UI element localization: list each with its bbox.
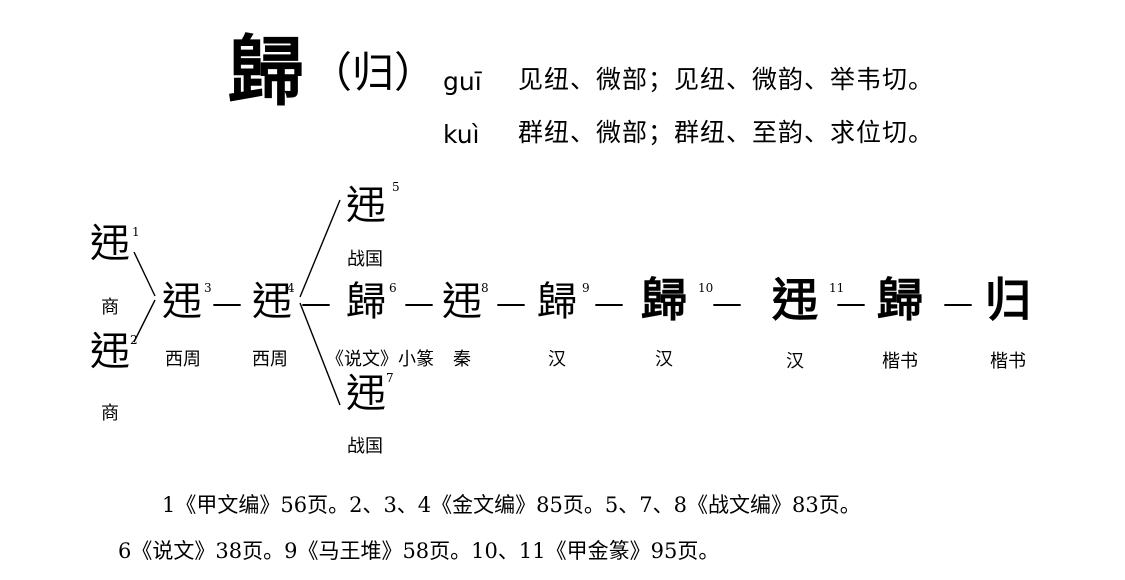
dash-8-9: — <box>496 286 526 321</box>
form-9-glyph: 歸 <box>537 279 577 325</box>
dash-3-4: — <box>212 286 242 321</box>
form-13-label: 楷书 <box>990 351 1026 372</box>
reading-1-fanqie: 见纽、微部；见纽、微韵、举韦切。 <box>518 65 935 94</box>
form-13-glyph: 归 <box>985 273 1031 327</box>
form-3-label: 西周 <box>165 349 201 370</box>
form-3-number: 3 <box>204 281 212 295</box>
dash-4-6: — <box>301 286 331 321</box>
form-11-label: 汉 <box>786 351 804 372</box>
form-1-number: 1 <box>132 225 140 239</box>
source-note-1: 1《甲文编》56页。2、3、4《金文编》85页。5、7、8《战文编》83页。 <box>162 493 861 517</box>
headword-simplified: （归） <box>310 48 437 97</box>
form-6-label: 《说文》小篆 <box>326 349 434 370</box>
form-5-label: 战国 <box>347 249 383 270</box>
reading-2-fanqie: 群纽、微部；群纽、至韵、求位切。 <box>518 118 935 147</box>
form-6-number: 6 <box>389 281 397 295</box>
connector-4-to-7 <box>299 302 341 406</box>
form-9-label: 汉 <box>548 349 566 370</box>
form-4-label: 西周 <box>252 349 288 370</box>
form-10-glyph: 歸 <box>641 273 687 327</box>
form-6-glyph: 歸 <box>346 279 386 325</box>
form-9-number: 9 <box>582 281 590 295</box>
form-12-glyph: 歸 <box>877 273 923 327</box>
form-7-number: 7 <box>386 371 394 385</box>
reading-2-pinyin: kuì <box>443 120 480 149</box>
form-2-number: 2 <box>130 333 138 347</box>
form-5-glyph: 𨑩 <box>346 183 386 229</box>
form-11-number: 11 <box>829 281 845 295</box>
form-10-number: 10 <box>698 281 714 295</box>
form-2-glyph: 𨑩 <box>90 329 130 375</box>
dash-6-8: — <box>404 286 434 321</box>
form-8-label: 秦 <box>453 349 471 370</box>
source-note-2: 6《说文》38页。9《马王堆》58页。10、11《甲金篆》95页。 <box>118 539 720 563</box>
form-12-label: 楷书 <box>882 351 918 372</box>
form-10-label: 汉 <box>655 349 673 370</box>
form-1-label: 商 <box>101 297 119 318</box>
form-2-label: 商 <box>101 403 119 424</box>
form-11-glyph: 𨑩 <box>772 273 818 327</box>
dash-12-13: — <box>943 286 973 321</box>
form-3-glyph: 𨑩 <box>162 279 202 325</box>
form-8-number: 8 <box>481 281 489 295</box>
form-5-number: 5 <box>392 180 400 194</box>
form-7-label: 战国 <box>347 436 383 457</box>
connector-4-to-5 <box>299 199 341 298</box>
dash-9-10: — <box>594 286 624 321</box>
reading-1-pinyin: guī <box>443 67 482 96</box>
connector-1-to-3 <box>133 251 156 297</box>
form-1-glyph: 𨑩 <box>90 221 130 267</box>
dash-10-11: — <box>712 286 742 321</box>
form-7-glyph: 𨑩 <box>346 371 386 417</box>
form-4-glyph: 𨑩 <box>252 279 292 325</box>
connector-2-to-3 <box>133 299 156 343</box>
form-4-number: 4 <box>287 281 295 295</box>
dash-11-12: — <box>836 286 866 321</box>
form-8-glyph: 𨑩 <box>442 279 482 325</box>
headword-traditional: 歸 <box>228 27 304 116</box>
